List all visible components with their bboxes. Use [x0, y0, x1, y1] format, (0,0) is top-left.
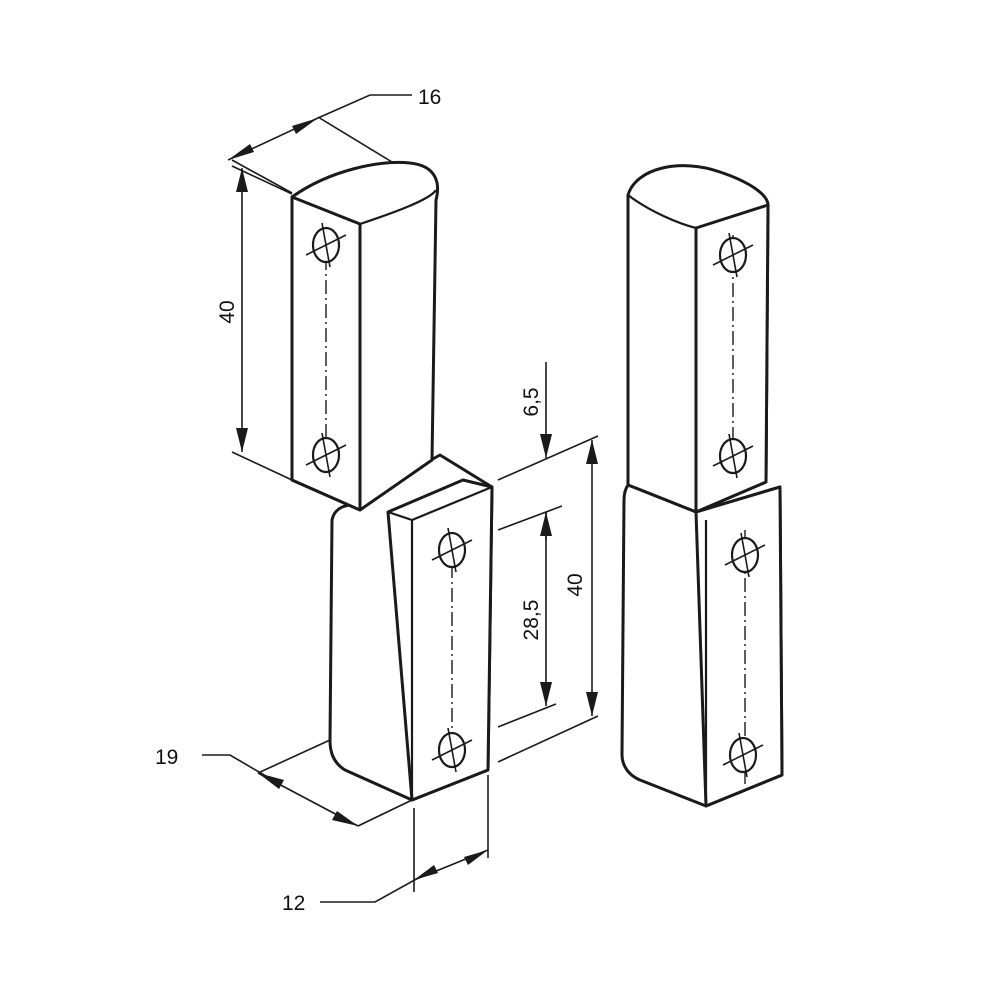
left-lower-leaf [328, 453, 494, 802]
dim-label-40-lower: 40 [564, 573, 587, 596]
dim-label-6-5: 6,5 [520, 387, 543, 416]
dimension-bottom-depth: 19 [155, 739, 413, 827]
right-hinge [620, 164, 784, 808]
dimension-hole-pattern: 6,5 28,5 40 [497, 362, 599, 763]
dim-label-19: 19 [155, 746, 178, 769]
dim-label-28-5: 28,5 [520, 600, 543, 641]
dim-label-40-upper: 40 [216, 300, 239, 323]
dim-label-12: 12 [282, 892, 305, 915]
dim-label-16: 16 [418, 86, 441, 109]
dimension-upper-height: 40 [216, 165, 293, 481]
dimension-bottom-width: 12 [282, 775, 489, 915]
left-upper-leaf [290, 161, 440, 512]
dimension-top-width: 16 [227, 86, 441, 194]
